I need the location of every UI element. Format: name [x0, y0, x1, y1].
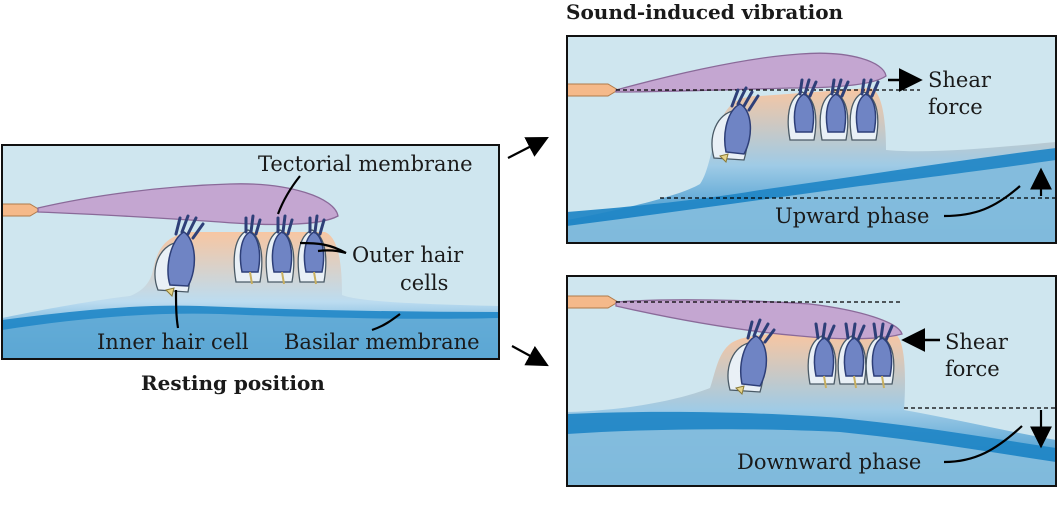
upward-shear-label-line1: Shear [928, 68, 992, 92]
upward-limbus [567, 83, 619, 97]
resting-position-caption: Resting position [141, 371, 325, 395]
sound-induced-vibration-title: Sound-induced vibration [566, 0, 844, 24]
basilar-membrane [2, 305, 499, 359]
downward-phase-label: Downward phase [737, 450, 921, 474]
inner-hair-cell [154, 214, 205, 297]
downward-limbus [567, 295, 619, 309]
downward-panel-frame [566, 275, 1057, 487]
downward-panel: Shear force Downward phase [566, 275, 1057, 487]
outer-hair-cells-label-line2: cells [400, 271, 448, 295]
arrow-to-upward [507, 136, 549, 159]
upward-phase-label: Upward phase [775, 204, 930, 228]
downward-outer-hair-cells [807, 322, 895, 389]
downward-phase-leader [943, 425, 1023, 464]
basilar-membrane-label: Basilar membrane [284, 330, 480, 354]
outer-hair-cells-label-line1: Outer hair [352, 243, 464, 267]
upward-panel-frame [566, 35, 1057, 244]
upward-phase-leader [943, 185, 1021, 218]
upward-panel: Sound-induced vibration [566, 0, 1057, 244]
upward-shear-label-line2: force [928, 95, 983, 119]
arrow-to-downward [511, 345, 549, 367]
inner-hair-cell-leader [174, 289, 180, 329]
downward-inner-hair-cell [727, 318, 776, 395]
tectorial-membrane-label: Tectorial membrane [258, 152, 473, 176]
downward-shear-label-line1: Shear [945, 330, 1009, 354]
upward-outer-hair-cells [787, 78, 880, 141]
tectorial-membrane [37, 183, 339, 226]
downward-shear-label-line2: force [945, 357, 1000, 381]
tectorial-leader [276, 175, 301, 215]
inner-hair-cell-label: Inner hair cell [97, 330, 249, 354]
resting-panel: Tectorial membrane Outer hair cells Inne… [1, 144, 500, 395]
resting-panel-frame [1, 144, 500, 360]
spiral-limbus [2, 203, 41, 217]
upward-inner-hair-cell [711, 86, 760, 163]
basilar-leader [371, 313, 401, 332]
